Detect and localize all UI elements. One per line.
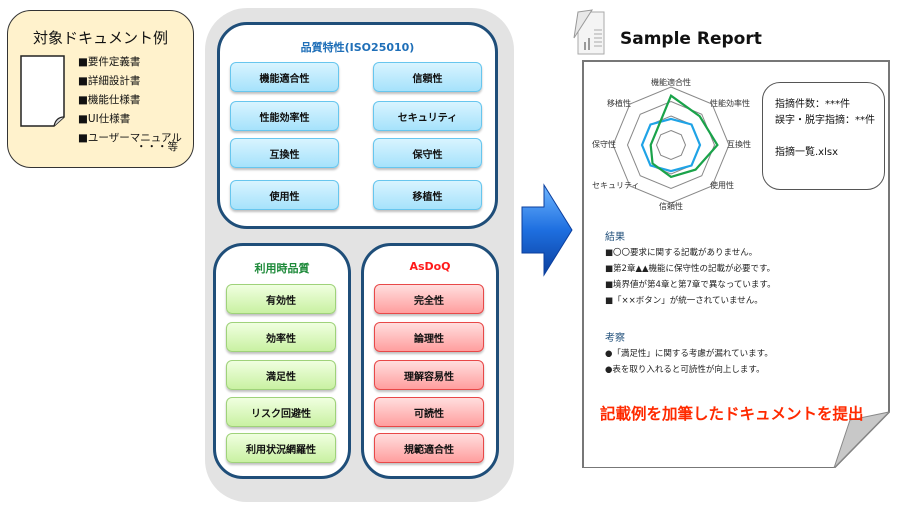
quality-in-use-item: 効率性 (226, 322, 336, 352)
quality-in-use-item: リスク回避性 (226, 397, 336, 427)
discussion-line: ●「満足性」に関する考慮が漏れています。 (605, 349, 773, 359)
list-item: ■要件定義書 (78, 56, 141, 68)
iso-item: 信頼性 (373, 62, 482, 92)
etc-label: ・・・等 (136, 141, 178, 153)
target-documents-box: 対象ドキュメント例 ■要件定義書 ■詳細設計書 ■機能仕様書 ■UI仕様書 ■ユ… (7, 10, 194, 168)
iso-item: 移植性 (373, 180, 482, 210)
asdoq-item: 可読性 (374, 397, 484, 427)
target-documents-title: 対象ドキュメント例 (32, 29, 168, 47)
typo-count: 誤字・脱字指摘：**件 (775, 115, 875, 126)
radar-label: 使用性 (710, 181, 734, 190)
iso-item: 性能効率性 (230, 101, 339, 131)
arrow-right-icon (521, 183, 573, 277)
result-line: ■「××ボタン」が統一されていません。 (605, 296, 763, 306)
radar-label: 移植性 (607, 99, 631, 108)
radar-grid-ring (655, 129, 687, 161)
quality-in-use-item: 利用状況網羅性 (226, 433, 336, 463)
quality-in-use-title: 利用時品質 (254, 262, 310, 275)
asdoq-item: 規範適合性 (374, 433, 484, 463)
discussion-heading: 考察 (605, 333, 625, 344)
report-title: Sample Report (620, 29, 762, 49)
radar-label: 互換性 (727, 140, 751, 149)
submit-message: 記載例を加筆したドキュメントを提出 (600, 405, 864, 423)
radar-label: 性能効率性 (710, 99, 750, 108)
radar-label: 保守性 (592, 140, 616, 149)
quality-in-use-item: 満足性 (226, 360, 336, 390)
iso-item: 機能適合性 (230, 62, 339, 92)
discussion-line: ●表を取り入れると可読性が向上します。 (605, 365, 765, 375)
radar-series-green (649, 93, 719, 179)
iso-item: セキュリティ (373, 101, 482, 131)
result-line: ■〇〇要求に関する記載がありません。 (605, 248, 758, 258)
report-icon (573, 9, 605, 55)
list-item: ■詳細設計書 (78, 75, 141, 87)
radar-grid-ring (612, 86, 730, 204)
iso-item: 保守性 (373, 138, 482, 168)
asdoq-item: 完全性 (374, 284, 484, 314)
radar-chart (612, 86, 730, 204)
results-heading: 結果 (605, 232, 625, 243)
findings-file-link[interactable]: 指摘一覧.xlsx (775, 147, 839, 158)
iso-title: 品質特性(ISO25010) (300, 41, 415, 54)
result-line: ■第2章▲▲機能に保守性の記載が必要です。 (605, 264, 776, 274)
radar-label: セキュリティ (592, 181, 640, 190)
radar-label: 機能適合性 (651, 78, 691, 87)
result-line: ■境界値が第4章と第7章で異なっています。 (605, 280, 776, 290)
asdoq-item: 論理性 (374, 322, 484, 352)
list-item: ■UI仕様書 (78, 113, 131, 125)
list-item: ■ユーザーマニュアル (78, 132, 182, 144)
quality-in-use-item: 有効性 (226, 284, 336, 314)
iso-item: 使用性 (230, 180, 339, 210)
document-icon (20, 55, 65, 127)
radar-label: 信頼性 (659, 202, 683, 211)
radar-grid-ring (626, 100, 716, 190)
asdoq-item: 理解容易性 (374, 360, 484, 390)
findings-summary-box: 指摘件数：***件 誤字・脱字指摘：**件 指摘一覧.xlsx (762, 82, 885, 190)
iso-item: 互換性 (230, 138, 339, 168)
asdoq-title: AsDoQ (409, 260, 451, 273)
radar-series-blue (640, 117, 702, 173)
list-item: ■機能仕様書 (78, 94, 141, 106)
target-documents-list: ■要件定義書 ■詳細設計書 ■機能仕様書 ■UI仕様書 ■ユーザーマニュアル (78, 53, 182, 148)
findings-count: 指摘件数：***件 (775, 99, 850, 110)
